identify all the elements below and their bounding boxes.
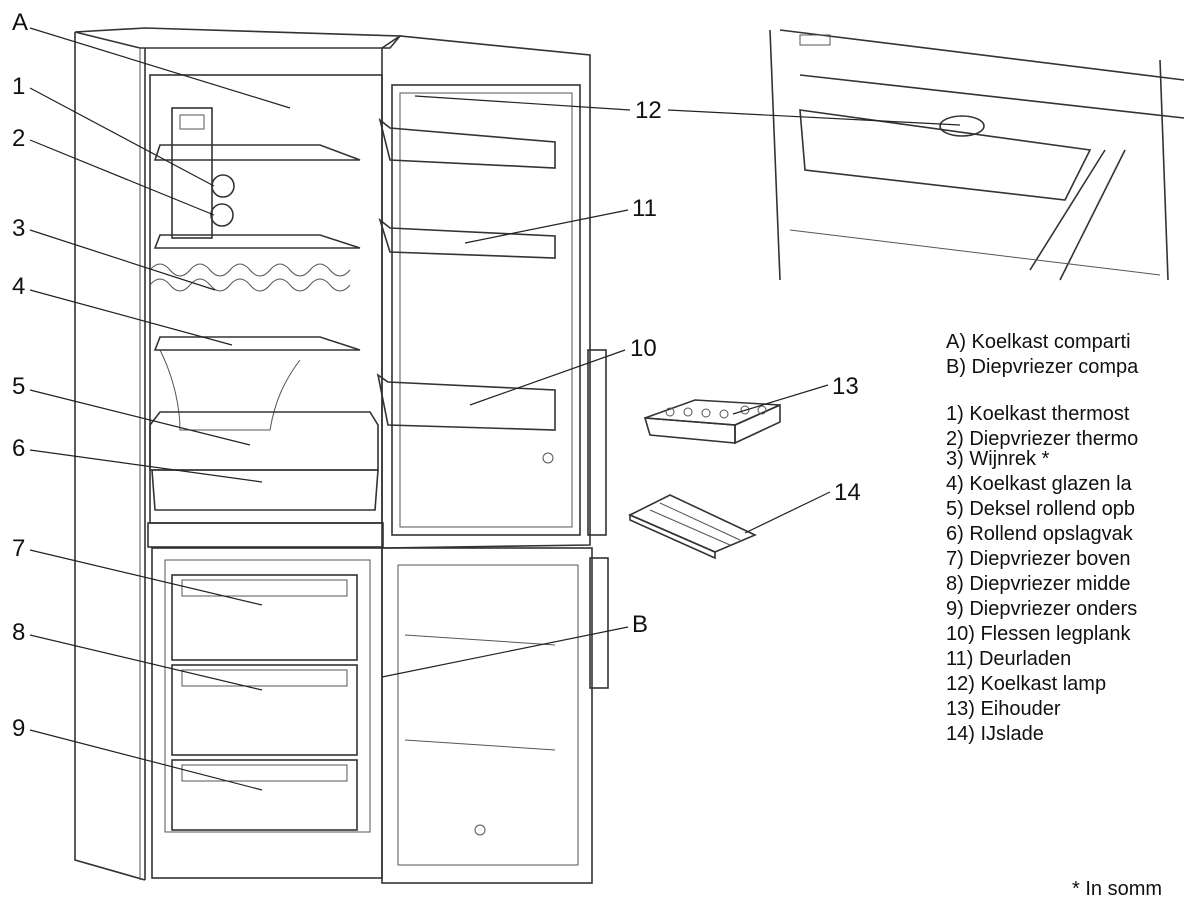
callout-7: 7 bbox=[12, 535, 25, 562]
crisper-drawer bbox=[149, 411, 379, 511]
callout-11: 11 bbox=[632, 195, 657, 222]
legend-item: 10) Flessen legplank bbox=[946, 623, 1131, 645]
legend-item: 2) Diepvriezer thermo bbox=[946, 428, 1139, 450]
legend-item: B) Diepvriezer compa bbox=[946, 356, 1139, 378]
lamp-detail bbox=[769, 29, 1184, 281]
wine-rack bbox=[149, 263, 351, 292]
callout-labels: A 1 2 3 4 5 6 7 8 9 10 11 12 13 14 B bbox=[12, 9, 861, 742]
parts-legend: A) Koelkast comparti B) Diepvriezer comp… bbox=[946, 330, 1184, 747]
freezer-door bbox=[381, 547, 609, 884]
callout-B: B bbox=[632, 611, 648, 638]
callout-13: 13 bbox=[832, 373, 859, 400]
legend-item: 6) Rollend opslagvak bbox=[946, 523, 1133, 545]
callout-4: 4 bbox=[12, 273, 25, 300]
callout-2: 2 bbox=[12, 125, 25, 152]
glass-shelves bbox=[153, 144, 361, 351]
leader-lines bbox=[29, 27, 961, 791]
legend-item: 8) Diepvriezer midde bbox=[946, 573, 1131, 595]
legend-item: 7) Diepvriezer boven bbox=[946, 548, 1131, 570]
callout-10: 10 bbox=[630, 335, 657, 362]
callout-6: 6 bbox=[12, 435, 25, 462]
fridge-door bbox=[376, 35, 607, 549]
legend-item: 14) IJslade bbox=[946, 723, 1044, 745]
freezer-drawers bbox=[171, 574, 358, 831]
legend-item: 11) Deurladen bbox=[946, 648, 1072, 670]
legend-item: 4) Koelkast glazen la bbox=[946, 473, 1132, 495]
legend-item: 9) Diepvriezer onders bbox=[946, 598, 1138, 620]
callout-A: A bbox=[12, 9, 28, 36]
legend-item: 5) Deksel rollend opb bbox=[946, 498, 1135, 520]
callout-14: 14 bbox=[834, 479, 861, 506]
callout-1: 1 bbox=[12, 73, 25, 100]
callout-9: 9 bbox=[12, 715, 25, 742]
ice-tray bbox=[628, 494, 757, 560]
footnote: * In somm bbox=[1072, 878, 1163, 900]
fridge-cabinet bbox=[74, 27, 402, 881]
legend-item: 3) Wijnrek * bbox=[946, 448, 1050, 470]
egg-holder bbox=[643, 399, 781, 445]
legend-item: A) Koelkast comparti bbox=[946, 331, 1131, 353]
callout-8: 8 bbox=[12, 619, 25, 646]
callout-12: 12 bbox=[635, 97, 662, 124]
callout-5: 5 bbox=[12, 373, 25, 400]
callout-3: 3 bbox=[12, 215, 25, 242]
legend-item: 13) Eihouder bbox=[946, 698, 1061, 720]
legend-item: 1) Koelkast thermost bbox=[946, 403, 1130, 425]
legend-item: 12) Koelkast lamp bbox=[946, 673, 1107, 695]
